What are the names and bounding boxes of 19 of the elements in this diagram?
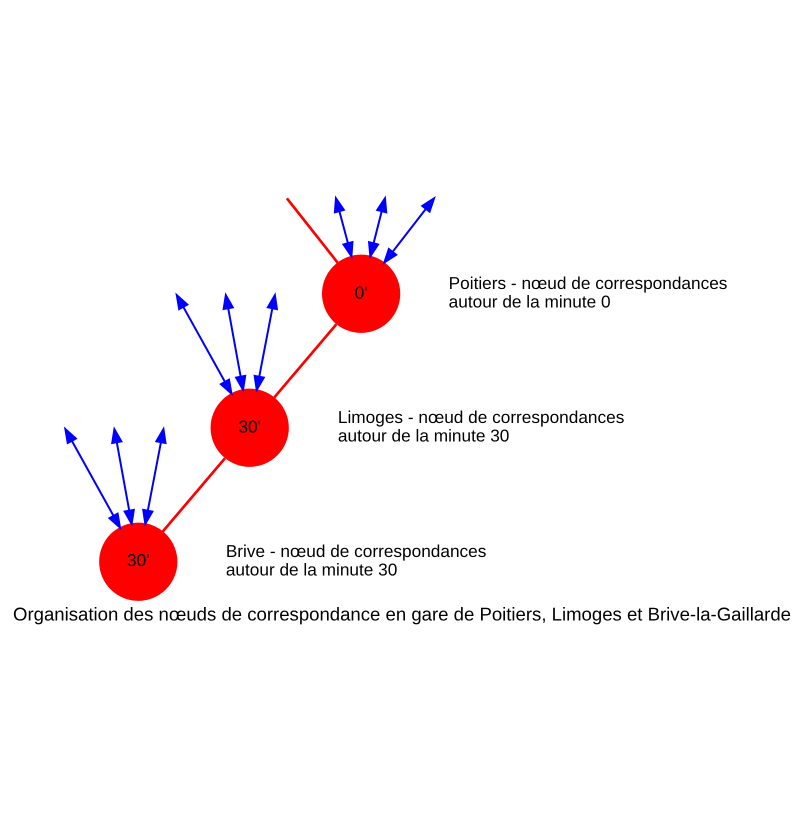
- node-circle: 0': [322, 254, 400, 333]
- node-circle: 30': [99, 522, 178, 601]
- node-label: Limoges - nœud de correspondances autour de la minute 30: [338, 406, 624, 446]
- node-label: Poitiers - nœud de correspondances autour de la minute 0: [448, 272, 728, 312]
- arrow: [382, 196, 436, 265]
- node-circle: 30': [210, 388, 289, 467]
- arrow: [253, 292, 278, 393]
- arrow: [334, 195, 354, 260]
- connector: [272, 323, 338, 399]
- arrow: [222, 292, 246, 393]
- caption: Organisation des nœuds de correspondance en gare de Poitiers, Limoges et Brive-la-Gaillarde: [13, 603, 791, 624]
- connector: [286, 198, 339, 264]
- arrow: [64, 426, 122, 530]
- arrow: [175, 292, 233, 396]
- arrow: [368, 195, 388, 260]
- node-label: Brive - nœud de correspondances autour de la minute 30: [226, 540, 486, 580]
- connector: [162, 457, 226, 533]
- arrow: [111, 426, 135, 527]
- arrow: [142, 426, 167, 527]
